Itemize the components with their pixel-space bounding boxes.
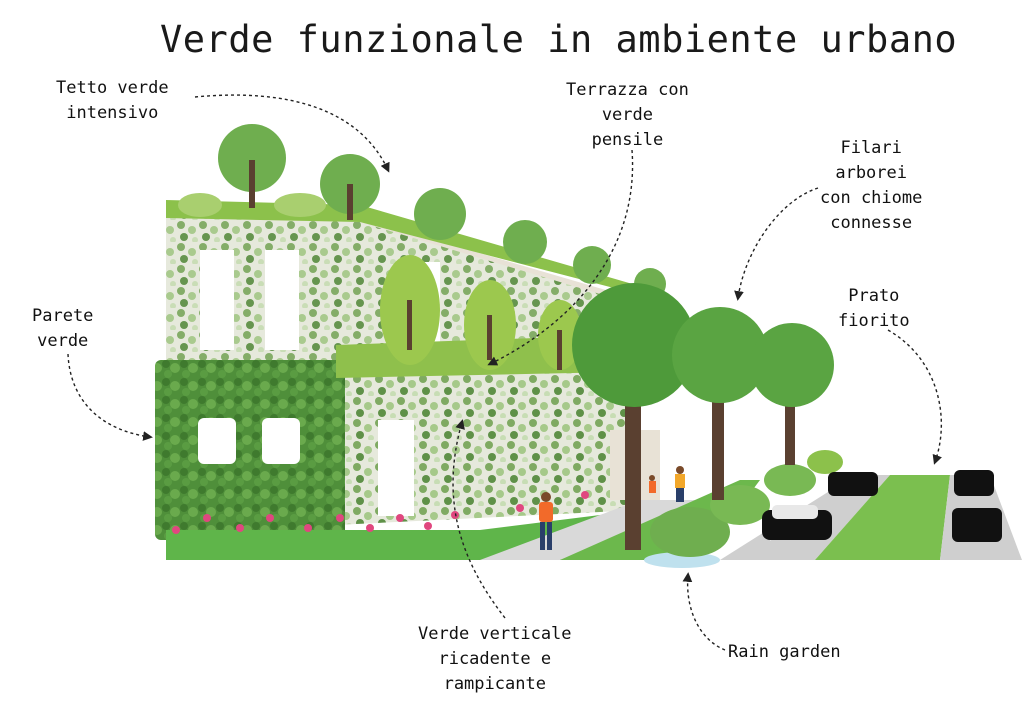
arrow-verticale [452, 419, 506, 619]
green-wall [155, 360, 345, 540]
terrace-planting [336, 255, 620, 378]
page-title: Verde funzionale in ambiente urbano [160, 18, 958, 61]
rain-garden [644, 450, 843, 568]
arrow-parete [67, 353, 153, 441]
window [200, 250, 234, 350]
annotation-arrows [67, 94, 942, 651]
car [952, 508, 1002, 542]
arrow-prato [887, 329, 942, 465]
roof-garden [166, 124, 666, 300]
window [378, 420, 414, 516]
window [265, 250, 299, 350]
arrow-rain [682, 572, 726, 651]
car [828, 472, 878, 496]
car [954, 470, 994, 496]
arrow-filari [734, 187, 819, 301]
label-rain-garden: Rain garden [728, 642, 841, 662]
arrow-terrazza [487, 149, 634, 366]
flowers [172, 491, 589, 534]
cars [762, 470, 1002, 542]
people [539, 466, 685, 550]
street-trees [572, 283, 834, 550]
